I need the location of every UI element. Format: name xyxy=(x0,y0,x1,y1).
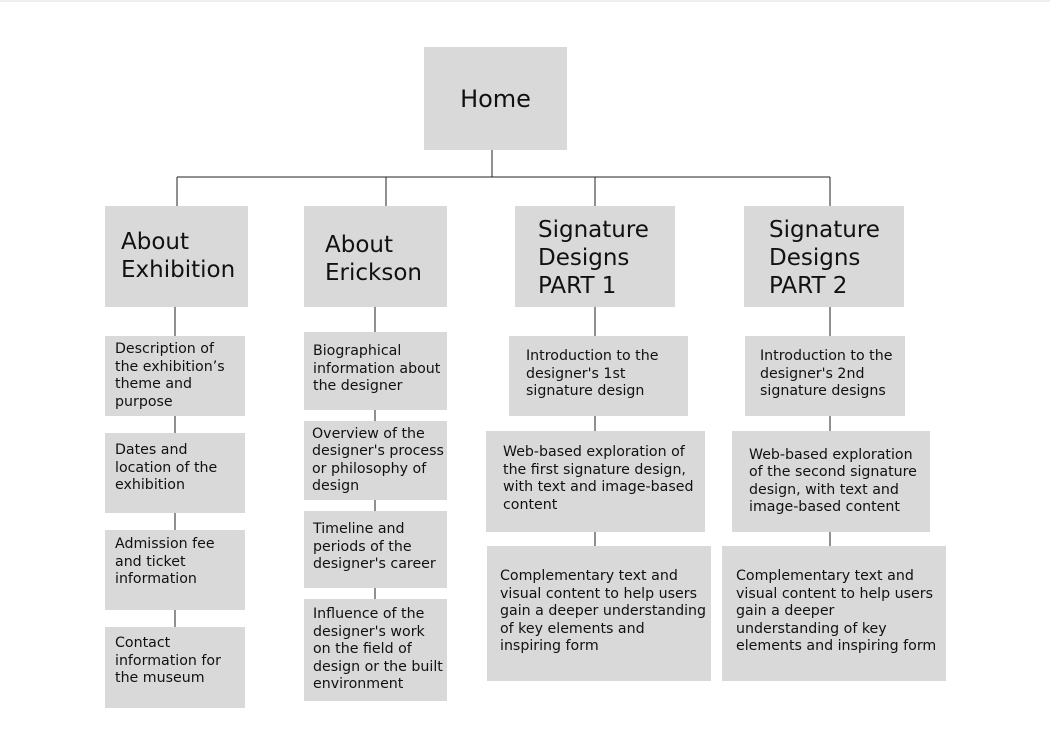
item-text: Timeline and periods of the designer's c… xyxy=(313,521,436,572)
exhibition-item-dates: Dates and location of the exhibition xyxy=(105,433,245,513)
part2-item-complementary: Complementary text and visual content to… xyxy=(722,546,946,681)
item-text: Web-based exploration of the first signa… xyxy=(503,444,694,513)
node-title-line: About xyxy=(325,232,394,258)
part2-item-intro: Introduction to the designer's 2nd signa… xyxy=(745,336,905,416)
item-text: Complementary text and visual content to… xyxy=(736,568,937,654)
item-text: Description of the exhibition’s theme an… xyxy=(115,341,225,410)
node-title-line: PART 2 xyxy=(769,273,848,299)
part2-item-exploration: Web-based exploration of the second sign… xyxy=(732,431,930,532)
about-exhibition-node: About Exhibition xyxy=(105,206,248,307)
erickson-item-influence: Influence of the designer's work on the … xyxy=(304,599,447,701)
erickson-item-process: Overview of the designer's process or ph… xyxy=(304,421,447,500)
home-node: Home xyxy=(424,47,567,150)
signature-designs-part1-node: Signature Designs PART 1 xyxy=(515,206,675,307)
item-text: Biographical information about the desig… xyxy=(313,343,441,394)
part1-item-intro: Introduction to the designer's 1st signa… xyxy=(509,336,688,416)
about-erickson-node: About Erickson xyxy=(304,206,447,307)
item-text: Dates and location of the exhibition xyxy=(115,442,218,493)
item-text: Web-based exploration of the second sign… xyxy=(749,446,917,516)
node-title-line: Designs xyxy=(769,245,861,271)
exhibition-item-contact: Contact information for the museum xyxy=(105,627,245,708)
top-border xyxy=(0,0,1050,2)
home-label: Home xyxy=(460,84,531,113)
item-text: Overview of the designer's process or ph… xyxy=(312,425,444,495)
item-text: Contact information for the museum xyxy=(115,635,221,686)
node-title-line: PART 1 xyxy=(538,273,617,299)
node-title-line: Designs xyxy=(538,245,630,271)
exhibition-item-admission: Admission fee and ticket information xyxy=(105,530,245,610)
item-text: Introduction to the designer's 2nd signa… xyxy=(760,348,893,399)
part1-item-exploration: Web-based exploration of the first signa… xyxy=(486,431,705,532)
signature-designs-part2-node: Signature Designs PART 2 xyxy=(744,206,904,307)
item-text: Complementary text and visual content to… xyxy=(500,568,707,654)
node-title-line: Signature xyxy=(769,217,880,243)
item-text: Admission fee and ticket information xyxy=(115,536,215,587)
erickson-item-timeline: Timeline and periods of the designer's c… xyxy=(304,511,447,588)
part1-item-complementary: Complementary text and visual content to… xyxy=(487,546,711,681)
item-text: Influence of the designer's work on the … xyxy=(313,606,443,693)
node-title-line: Erickson xyxy=(325,260,422,286)
erickson-item-bio: Biographical information about the desig… xyxy=(304,332,447,410)
node-title-line: Signature xyxy=(538,217,649,243)
node-title-line: Exhibition xyxy=(121,257,236,283)
exhibition-item-description: Description of the exhibition’s theme an… xyxy=(105,336,245,416)
item-text: Introduction to the designer's 1st signa… xyxy=(526,348,659,399)
node-title-line: About xyxy=(121,229,190,255)
